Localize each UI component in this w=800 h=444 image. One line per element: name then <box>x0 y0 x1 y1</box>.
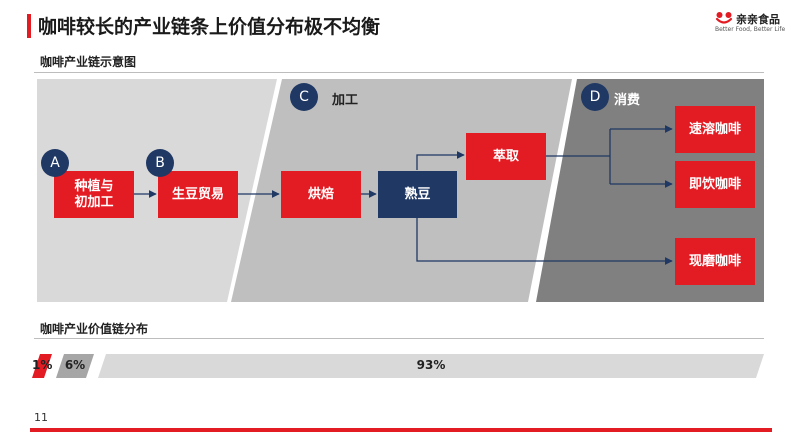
distribution-label: 93% <box>416 358 446 372</box>
title-accent-bar <box>27 14 31 38</box>
step-trade: 生豆贸易 <box>158 171 238 218</box>
arrow-roasted-fresh <box>416 218 673 265</box>
distribution-segment <box>98 354 764 378</box>
logo-tagline: Better Food, Better Life <box>715 26 786 33</box>
product-rtd-coffee: 即饮咖啡 <box>675 161 755 208</box>
step-extraction: 萃取 <box>466 133 546 180</box>
smile-logo-icon <box>715 12 733 24</box>
step-planting: 种植与 初加工 <box>54 171 134 218</box>
section-divider <box>34 338 764 339</box>
zone-origin-background <box>37 79 277 302</box>
step-roasting: 烘焙 <box>281 171 361 218</box>
value-distribution-bar: 1% 6% 93% <box>30 354 770 378</box>
zone-c-badge: C <box>290 83 318 111</box>
brand-logo: 亲亲食品 Better Food, Better Life <box>715 11 785 39</box>
page-number: 11 <box>34 411 48 424</box>
section-divider <box>34 72 764 73</box>
zone-consumption-label: 消费 <box>614 93 641 108</box>
step-roasted-beans: 熟豆 <box>378 171 457 218</box>
distribution-label: 1% <box>32 358 53 372</box>
step-a-badge: A <box>41 149 69 177</box>
distribution-segment <box>56 354 94 378</box>
distribution-segment <box>32 354 52 378</box>
section-heading-value: 咖啡产业价值链分布 <box>40 322 149 336</box>
zone-d-badge: D <box>581 83 609 111</box>
logo-name: 亲亲食品 <box>736 13 780 26</box>
footer-accent-bar <box>30 428 772 432</box>
product-instant-coffee: 速溶咖啡 <box>675 106 755 153</box>
page-title: 咖啡较长的产业链条上价值分布极不均衡 <box>38 16 381 38</box>
zone-processing-label: 加工 <box>332 93 359 108</box>
distribution-label: 6% <box>64 358 86 372</box>
arrow-roasted-extract <box>416 151 465 170</box>
step-b-badge: B <box>146 149 174 177</box>
product-fresh-ground-coffee: 现磨咖啡 <box>675 238 755 285</box>
section-heading-chain: 咖啡产业链示意图 <box>40 55 137 69</box>
